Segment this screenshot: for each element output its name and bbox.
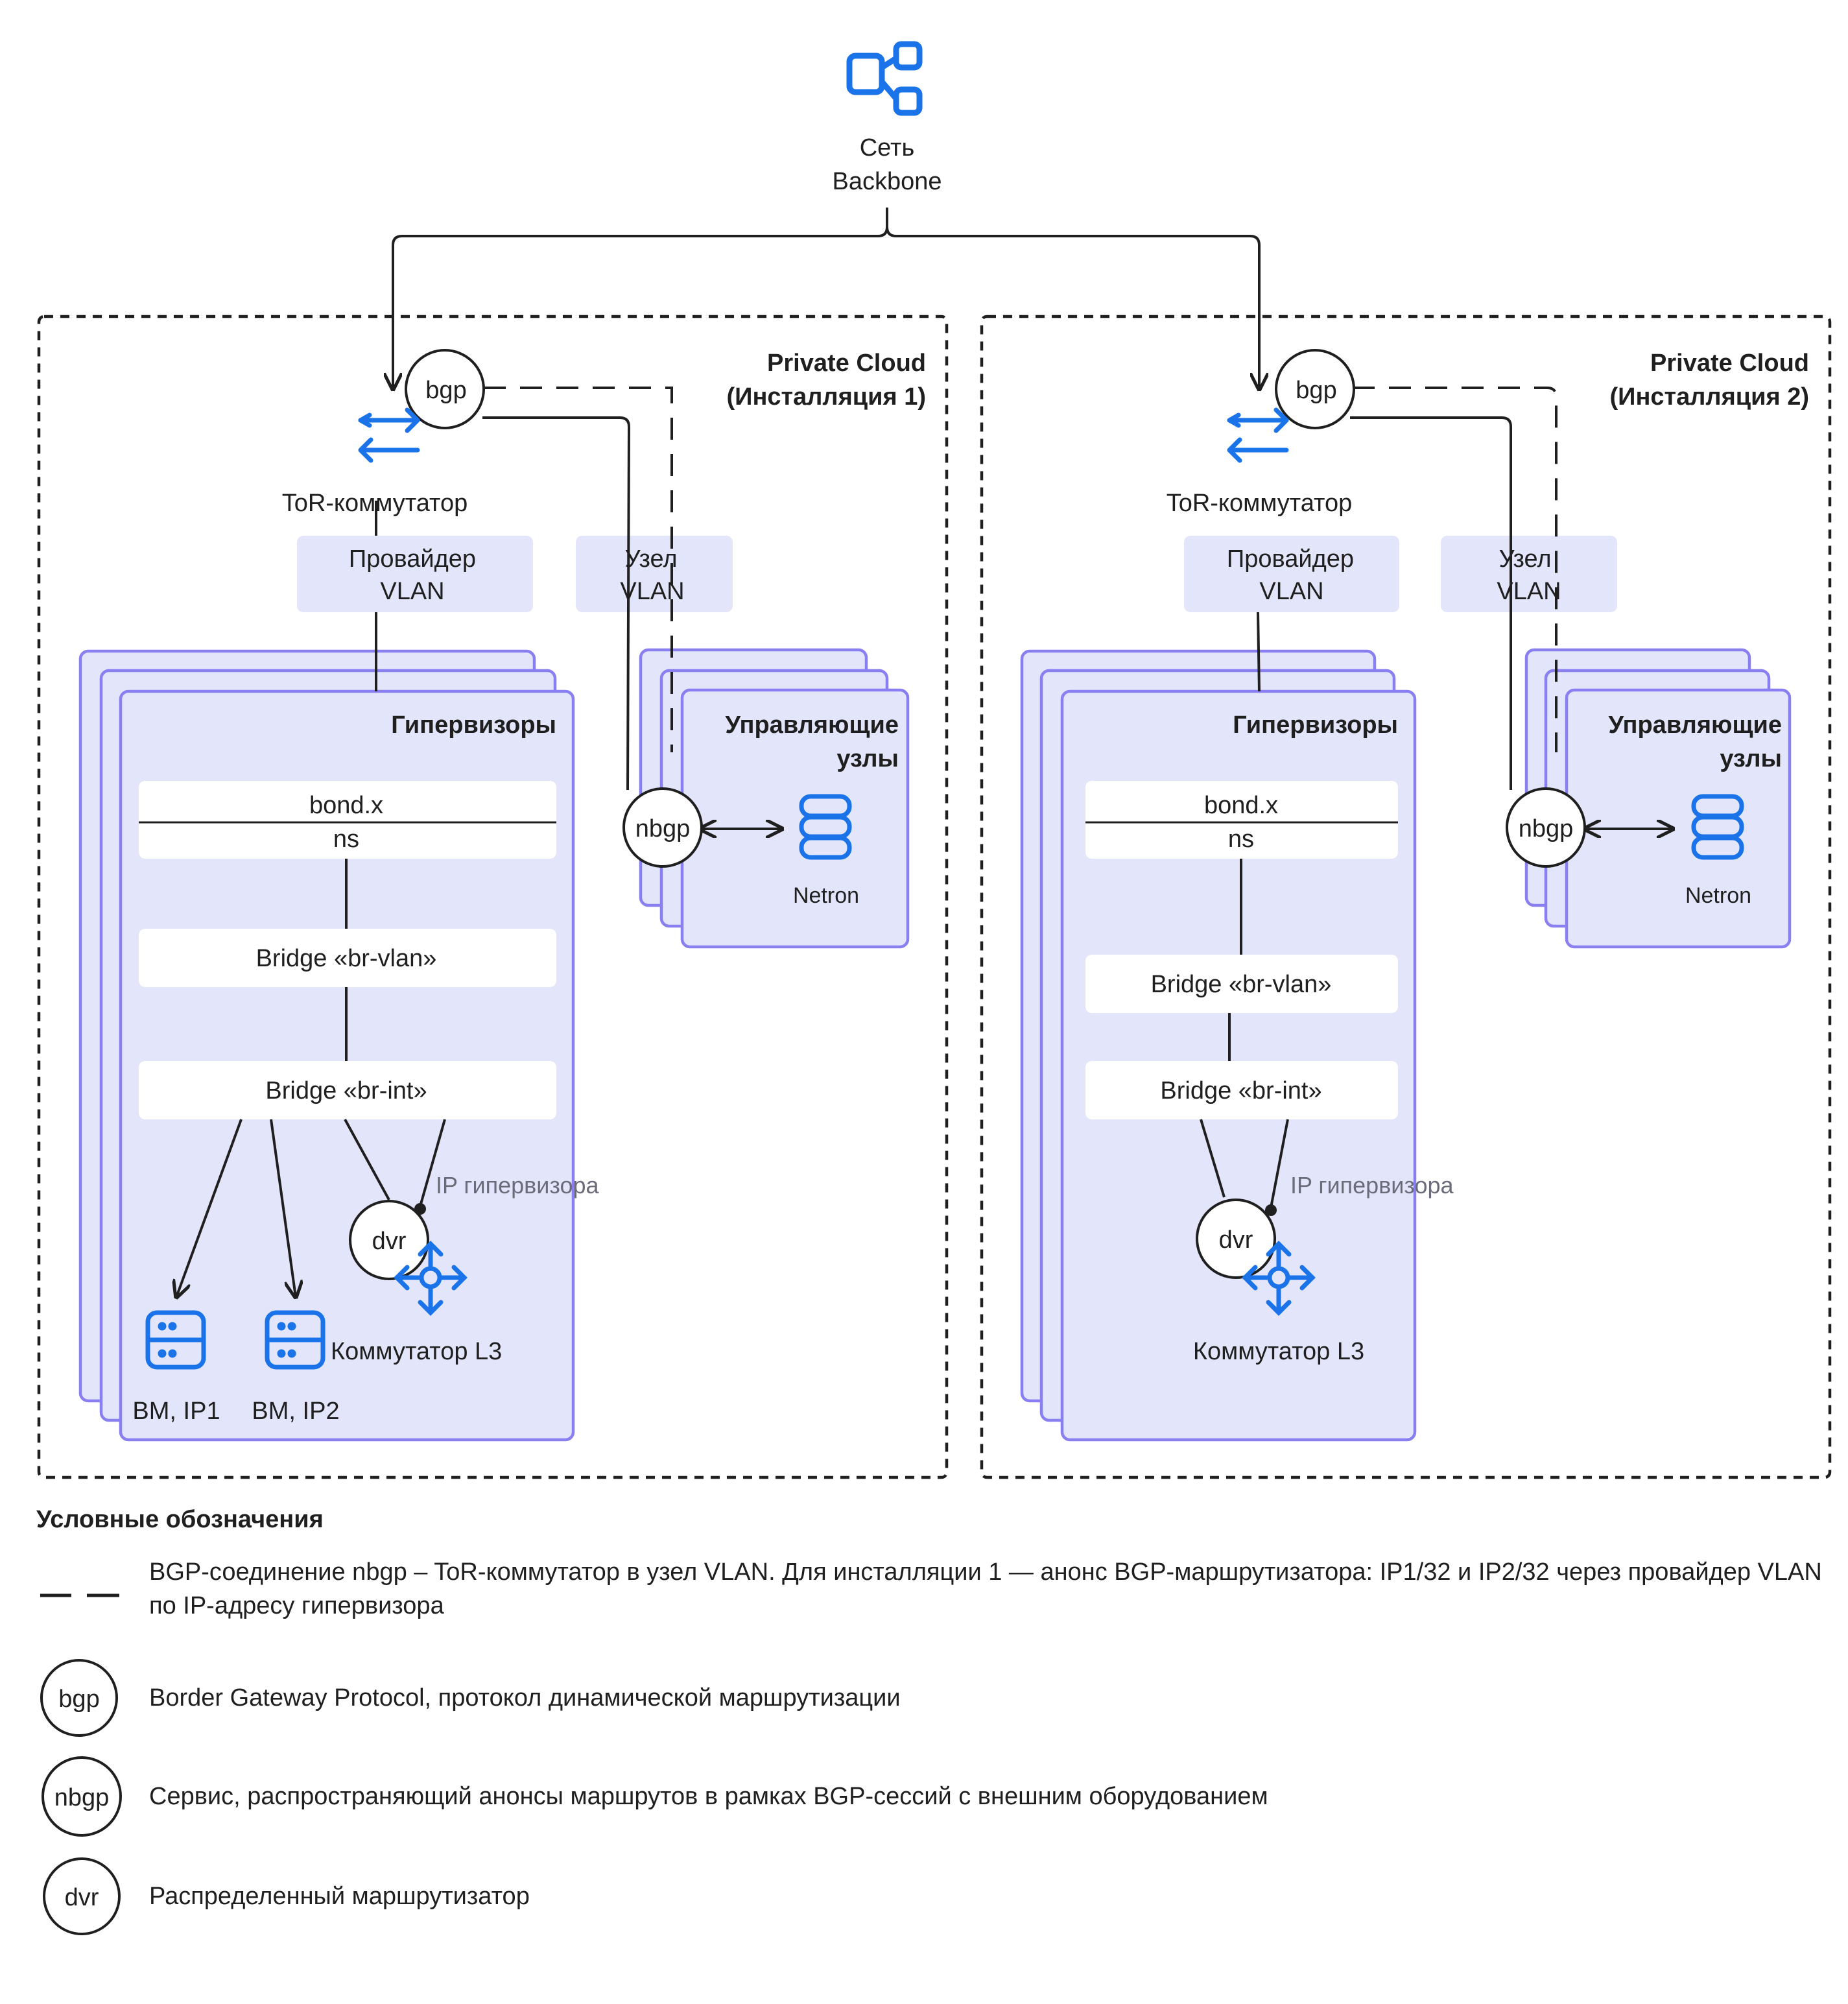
legend-bgp-symbol <box>40 1659 118 1737</box>
ns-label-1: ns <box>333 826 359 853</box>
legend-title: Условные обозначения <box>36 1506 324 1533</box>
provider-vlan-label-2: Провайдер <box>1227 545 1354 573</box>
bridge-int-box-1 <box>139 1061 556 1119</box>
bond-ns-box-1 <box>139 781 556 859</box>
bond-label-2: bond.x <box>1204 792 1278 819</box>
provider-vlan-label-1: Провайдер <box>349 545 476 573</box>
node-vlan-label2-1: VLAN <box>620 578 684 605</box>
hypervisors-stack-2 <box>1020 649 1417 1442</box>
provider-vlan-label2-2: VLAN <box>1259 578 1323 605</box>
netron-db-icon-1 <box>799 794 852 860</box>
server-icon-bm1 <box>145 1310 206 1370</box>
private-cloud-boundary-2 <box>980 315 1832 1479</box>
l3-switch-icon-1 <box>394 1241 468 1316</box>
ip-hypervisor-label-1: IP гипервизора <box>436 1172 600 1199</box>
tor-switch-icon-1 <box>358 407 420 463</box>
dvr-node-2 <box>1196 1199 1276 1279</box>
private-cloud-subtitle-1: (Инсталляция 1) <box>727 383 927 411</box>
private-cloud-title-2: Private Cloud <box>1650 350 1809 377</box>
nbgp-node-1 <box>622 787 703 868</box>
legend-nbgp-symbol-label: nbgp <box>54 1784 110 1811</box>
bridge-vlan-label-2: Bridge «br-vlan» <box>1151 971 1332 998</box>
provider-vlan-label2-1: VLAN <box>380 578 444 605</box>
tor-label-1: ToR-коммутатор <box>282 490 468 517</box>
l3-switch-label-2: Коммутатор L3 <box>1193 1338 1364 1365</box>
tor-links-2 <box>1350 387 1673 829</box>
bgp-node-1 <box>405 349 485 429</box>
control-nodes-title-1: Управляющие <box>725 711 899 739</box>
bridge-vlan-box-1 <box>139 929 556 987</box>
backbone-icon <box>846 41 923 116</box>
bridge-int-label-2: Bridge «br-int» <box>1160 1077 1321 1104</box>
nbgp-node-2 <box>1506 787 1586 868</box>
backbone-label-line1: Сеть <box>860 134 915 161</box>
bgp-node-2 <box>1275 349 1355 429</box>
bridge-vlan-label-1: Bridge «br-vlan» <box>256 945 437 972</box>
ip-hypervisor-label-2: IP гипервизора <box>1290 1172 1454 1199</box>
dvr-label-2: dvr <box>1219 1226 1253 1254</box>
netron-label-1: Netron <box>793 883 859 908</box>
legend-dvr-symbol <box>43 1857 121 1935</box>
dvr-node-1 <box>349 1200 429 1280</box>
legend-nbgp-symbol <box>41 1756 122 1837</box>
legend-item-nbgp-text: Сервис, распространяющий анонсы маршруто… <box>149 1783 1268 1810</box>
bond-ns-box-2 <box>1085 781 1398 859</box>
control-nodes-title2-1: узлы <box>836 745 899 772</box>
ns-label-2: ns <box>1228 826 1254 853</box>
control-nodes-title2-2: узлы <box>1720 745 1782 772</box>
provider-vlan-1 <box>297 536 533 612</box>
netron-label-2: Netron <box>1685 883 1751 908</box>
backbone-links <box>393 208 1259 389</box>
bgp-label-1: bgp <box>425 377 466 404</box>
bridge-int-box-2 <box>1085 1061 1398 1119</box>
legend-bgp-symbol-label: bgp <box>58 1686 99 1713</box>
node-vlan-2 <box>1441 536 1617 612</box>
tor-switch-icon-2 <box>1227 407 1289 463</box>
server-icon-bm2 <box>265 1310 326 1370</box>
bm2-label: BM, IP2 <box>252 1398 339 1425</box>
bridge-vlan-box-2 <box>1085 955 1398 1013</box>
hypervisor-links-2 <box>1200 612 1289 1208</box>
legend-item-dvr-text: Распределенный маршрутизатор <box>149 1883 530 1910</box>
dvr-label-1: dvr <box>372 1228 407 1255</box>
control-nodes-stack-1 <box>639 648 910 949</box>
bgp-label-2: bgp <box>1296 377 1336 404</box>
legend-item-bgp-text: Border Gateway Protocol, протокол динами… <box>149 1684 901 1712</box>
provider-vlan-2 <box>1184 536 1399 612</box>
legend-item-dashed-text: BGP-соединение nbgp – ToR-коммутатор в у… <box>149 1558 1822 1619</box>
netron-db-icon-2 <box>1691 794 1744 860</box>
l3-switch-label-1: Коммутатор L3 <box>331 1338 502 1365</box>
tor-label-2: ToR-коммутатор <box>1167 490 1353 517</box>
backbone-label-line2: Backbone <box>832 168 942 195</box>
hypervisors-stack-1 <box>78 649 575 1442</box>
node-vlan-1 <box>576 536 733 612</box>
tor-links-1 <box>482 387 782 829</box>
control-nodes-title-2: Управляющие <box>1608 711 1782 739</box>
legend-symbols: bgp nbgp dvr <box>40 1593 122 1935</box>
installation-2: Private Cloud (Инсталляция 2) Провайдер … <box>980 315 1832 1479</box>
l3-switch-icon-2 <box>1242 1241 1316 1316</box>
hypervisor-links-1 <box>176 501 446 1297</box>
private-cloud-subtitle-2: (Инсталляция 2) <box>1610 383 1810 411</box>
private-cloud-boundary-1 <box>37 315 949 1479</box>
hypervisors-title-2: Гипервизоры <box>1233 711 1398 739</box>
bond-label-1: bond.x <box>309 792 383 819</box>
legend-dvr-symbol-label: dvr <box>65 1884 99 1911</box>
node-vlan-label2-2: VLAN <box>1497 578 1561 605</box>
installation-1: Private Cloud (Инсталляция 1) Провайдер … <box>37 315 949 1479</box>
hypervisors-title-1: Гипервизоры <box>391 711 556 739</box>
bm1-label: BM, IP1 <box>132 1398 220 1425</box>
nbgp-label-2: nbgp <box>1519 815 1574 842</box>
nbgp-label-1: nbgp <box>635 815 691 842</box>
node-vlan-label-1: Узел <box>624 545 677 573</box>
private-cloud-title-1: Private Cloud <box>767 350 926 377</box>
bridge-int-label-1: Bridge «br-int» <box>265 1077 427 1104</box>
node-vlan-label-2: Узел <box>1499 545 1551 573</box>
